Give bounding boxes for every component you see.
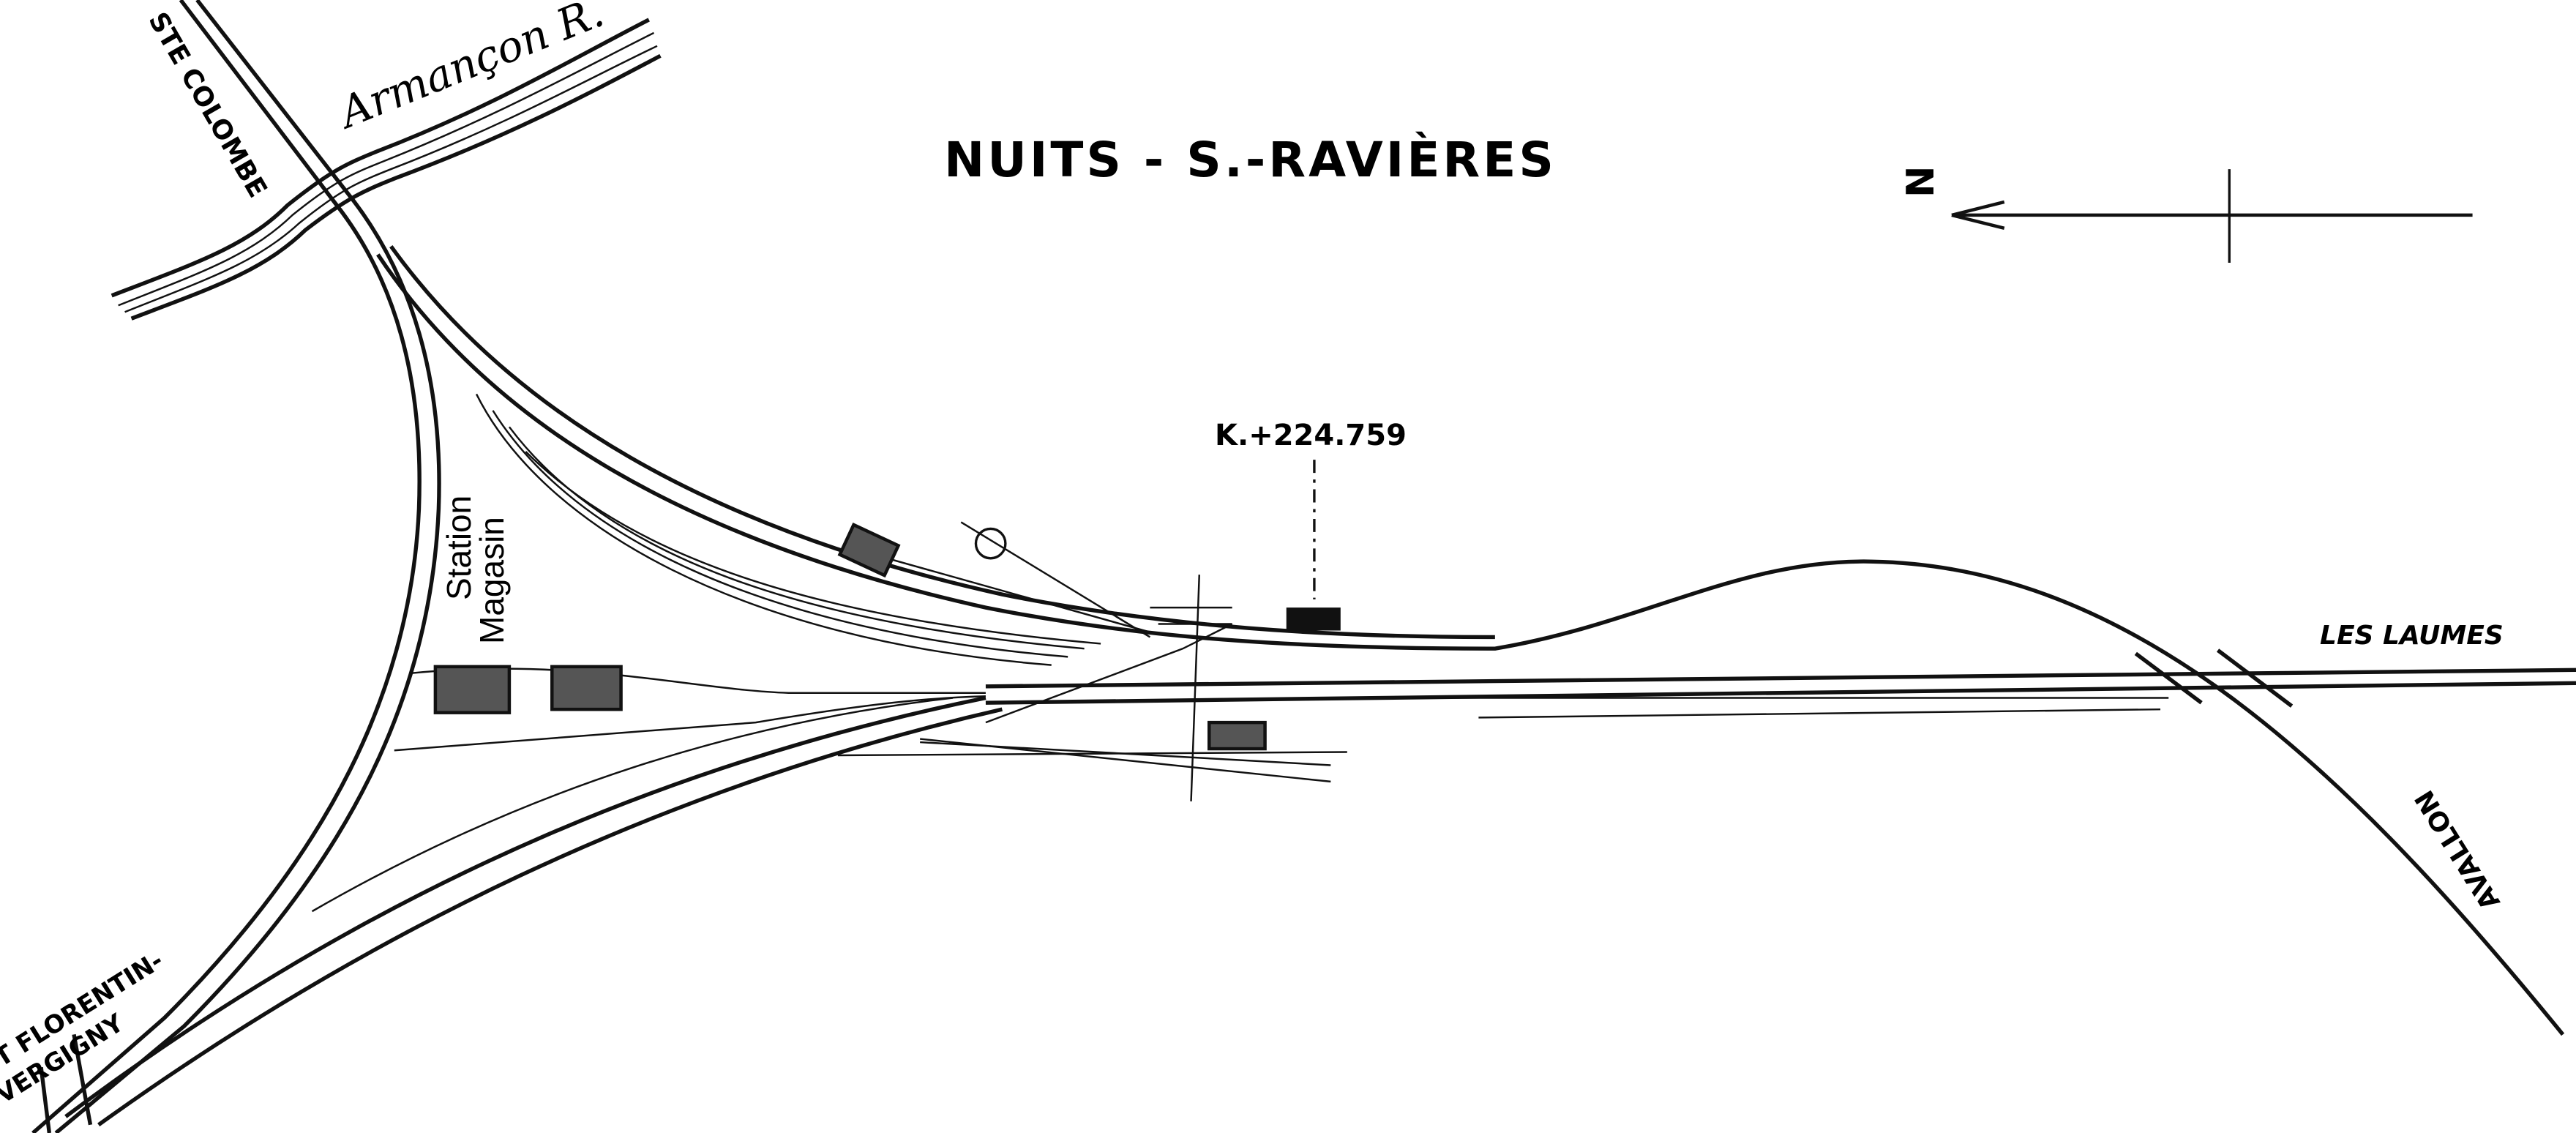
main-tracks (31, 0, 2576, 1133)
goods-shed (1208, 720, 1267, 751)
armancon-river (111, 18, 662, 321)
turntable (974, 527, 1007, 560)
km-post-building (1286, 607, 1341, 631)
bridges (39, 648, 2294, 1133)
station-building (433, 665, 512, 714)
shed (837, 523, 901, 578)
magasin-building (550, 665, 623, 711)
north-arrow (1951, 169, 2473, 263)
sidings (394, 393, 2169, 801)
buildings (433, 460, 1341, 751)
